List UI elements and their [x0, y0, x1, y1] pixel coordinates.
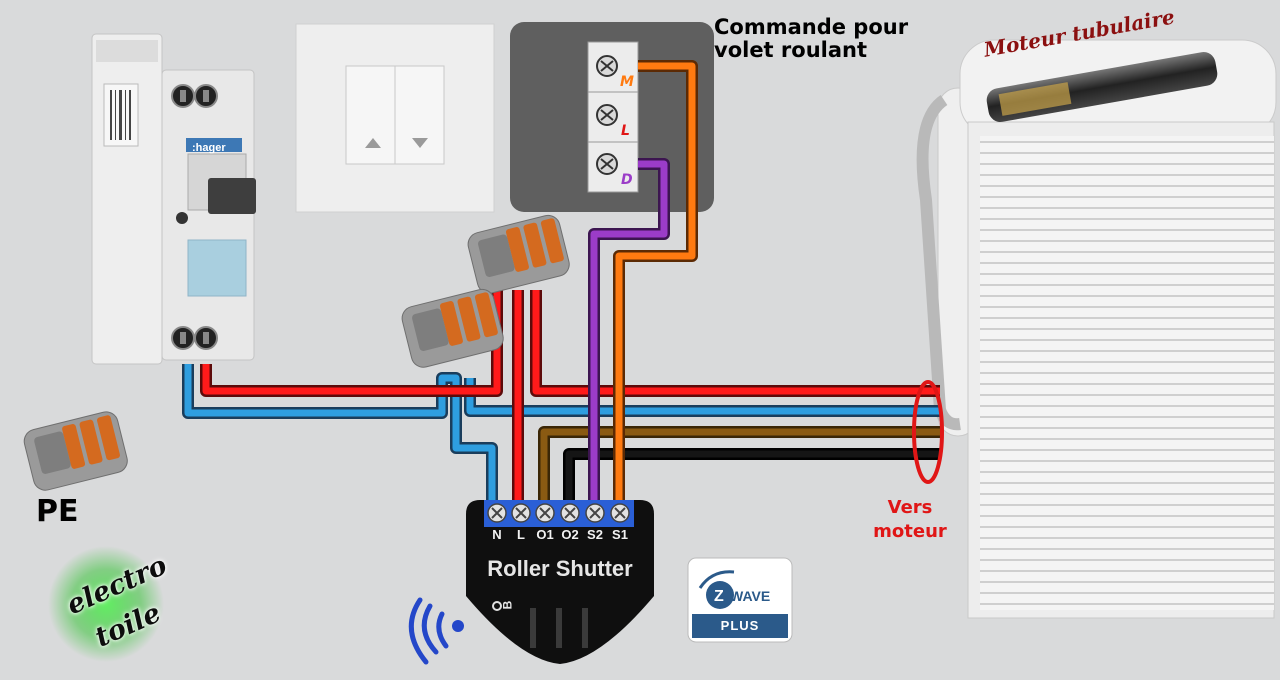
wire-o2-black [563, 448, 940, 500]
vers-moteur-label: Vers moteur [862, 496, 958, 544]
zwave-text: WAVE PLUS [690, 560, 790, 640]
up-arrow-icon [365, 138, 381, 148]
commande-line2: volet roulant [714, 38, 867, 62]
zwave-plus-word: PLUS [720, 618, 760, 633]
commande-line1: Commande pour [714, 15, 909, 39]
module-led [492, 601, 502, 611]
wago-connector-left [401, 288, 504, 368]
wago-connector-pe [23, 411, 128, 491]
vers-line2: moteur [873, 521, 947, 542]
roller-shutter-module [466, 500, 654, 664]
wire-s1-orange [613, 60, 698, 500]
module-terminal-l: L [517, 527, 525, 542]
module-terminal-o1: O1 [536, 527, 554, 542]
vers-moteur-highlight [912, 380, 944, 484]
module-terminal-s1: S1 [612, 527, 628, 542]
terminal-strip [484, 500, 634, 527]
wires [182, 60, 940, 500]
barcode-decoration [110, 90, 131, 140]
wall-switch [295, 23, 495, 213]
terminal-label-l: L [621, 123, 630, 139]
electro-toile-glow [48, 546, 164, 662]
commande-title: Commande pour volet roulant [714, 16, 908, 62]
module-title: Roller Shutter [487, 556, 633, 581]
wire-s2-purple [588, 158, 670, 500]
electro-toile-logo: electro toile [58, 550, 188, 662]
commande-terminal-box [510, 22, 714, 212]
terminal-screws [596, 55, 618, 175]
wago-connector-top [467, 214, 570, 294]
svg-text:Z: Z [714, 588, 724, 605]
z-circle [706, 581, 734, 609]
vers-line1: Vers [887, 497, 933, 518]
module-terminal-o2: O2 [561, 527, 579, 542]
terminal-label-d: D [621, 172, 633, 188]
zwave-plus-logo: Z [687, 557, 793, 643]
breaker-brand-label: :hager [192, 142, 226, 154]
pe-label: PE [36, 494, 79, 529]
wire-o1-brown [538, 426, 940, 500]
terminal-label-m: M [620, 74, 634, 90]
module-button-label: B [500, 600, 515, 610]
module-terminal-n: N [492, 527, 502, 542]
module-terminal-s2: S2 [587, 527, 603, 542]
circuit-breaker [91, 33, 256, 365]
down-arrow-icon [412, 138, 428, 148]
wireless-signal-icon [408, 597, 464, 665]
roller-shutter [916, 39, 1277, 619]
zwave-word: WAVE [730, 588, 771, 604]
